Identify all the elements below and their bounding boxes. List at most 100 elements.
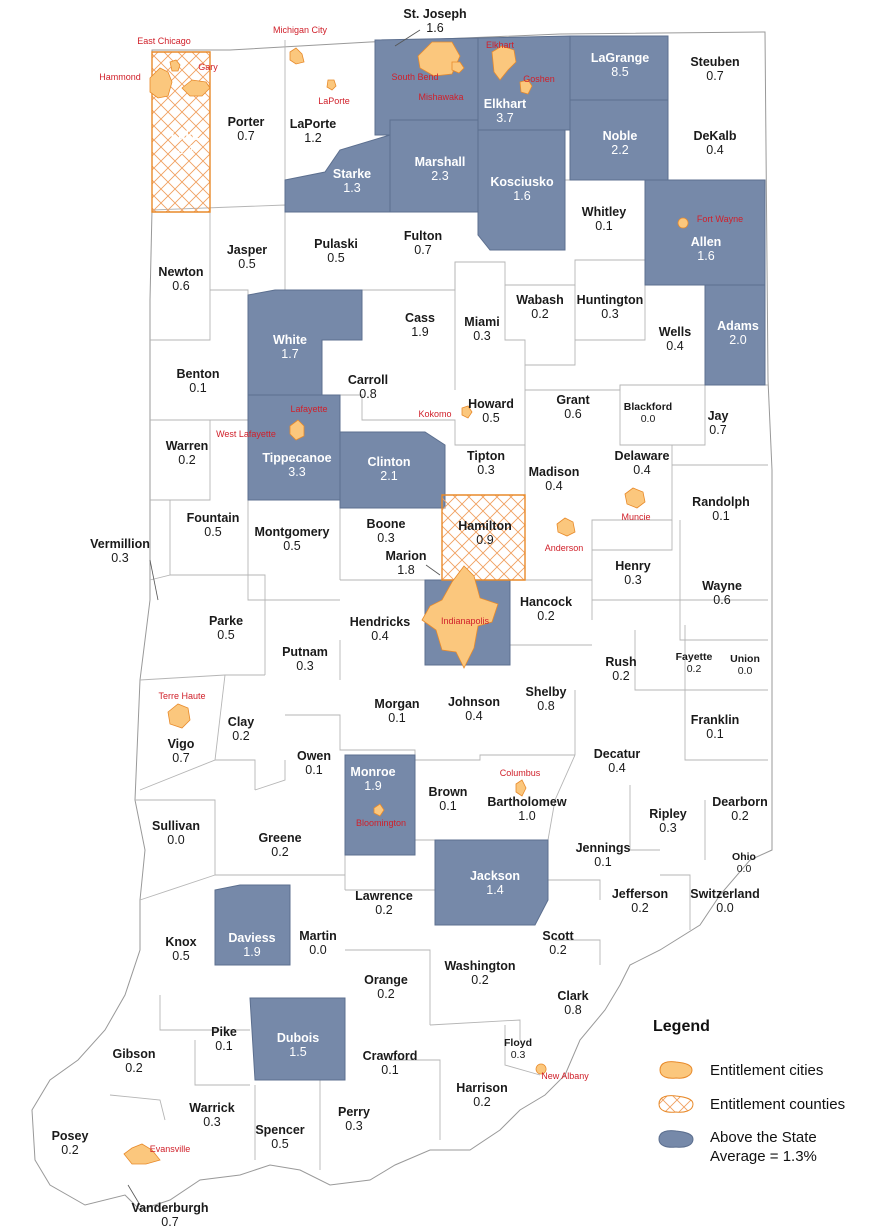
county-shape-adams[interactable] — [704, 284, 766, 386]
county-shape-clinton[interactable] — [339, 431, 446, 509]
county-shape-dubois[interactable] — [249, 997, 346, 1081]
county-shape-allen[interactable] — [644, 179, 766, 286]
county-shape-hamilton[interactable] — [441, 494, 526, 581]
county-shape-kosciusko[interactable] — [477, 129, 566, 251]
county-shape-jackson[interactable] — [434, 839, 549, 926]
county-shape-daviess[interactable] — [214, 884, 291, 966]
